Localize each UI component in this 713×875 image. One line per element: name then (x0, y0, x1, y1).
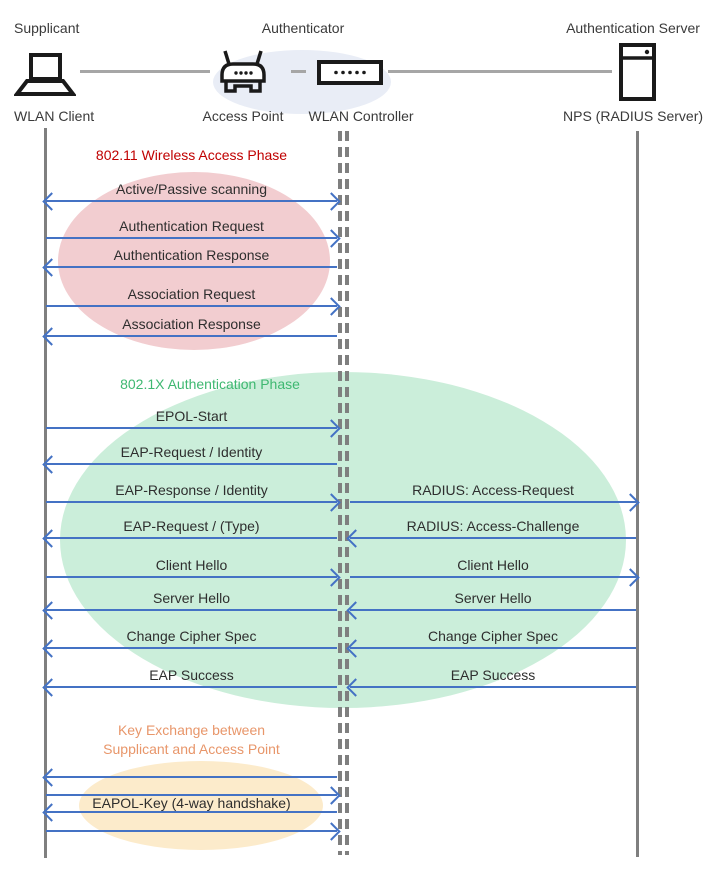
message-arrow (350, 686, 636, 688)
lifeline-wlan-client (44, 128, 47, 858)
lifeline-controller-dashed-right (345, 131, 349, 855)
message-label: Change Cipher Spec (428, 628, 558, 644)
key-exchange-arrow (46, 830, 337, 832)
message-arrow (46, 501, 337, 503)
phase1-title: 802.11 Wireless Access Phase (95, 147, 288, 163)
device-label-access-point: Access Point (202, 108, 284, 124)
lifeline-nps (636, 131, 639, 857)
message-arrow (46, 463, 337, 465)
phase2-title: 802.1X Authentication Phase (120, 376, 300, 392)
message-label: EAP-Request / (Type) (123, 518, 260, 534)
message-arrow (350, 609, 636, 611)
message-label: EAP Success (450, 667, 536, 683)
message-label: Change Cipher Spec (126, 628, 257, 644)
message-label: EPOL-Start (155, 408, 228, 424)
message-arrow (46, 647, 337, 649)
access-point-icon (215, 48, 271, 96)
message-label: Association Request (127, 286, 256, 302)
message-arrow (46, 266, 337, 268)
message-label: EAP-Request / Identity (120, 444, 263, 460)
key-exchange-arrow (46, 794, 337, 796)
key-exchange-arrow (46, 776, 337, 778)
message-label: Server Hello (152, 590, 231, 606)
message-arrow (350, 501, 636, 503)
connector-line (388, 70, 612, 73)
message-label: RADIUS: Access-Challenge (406, 518, 580, 534)
message-arrow (350, 537, 636, 539)
message-label: Authentication Request (119, 218, 264, 234)
role-label-authentication-server: Authentication Server (566, 20, 700, 36)
message-arrow (350, 576, 636, 578)
connector-dash (291, 70, 306, 73)
connector-line (80, 70, 210, 73)
device-label-wlan-client: WLAN Client (14, 108, 95, 124)
server-icon (619, 43, 656, 101)
role-label-authenticator: Authenticator (261, 20, 345, 36)
message-arrow (46, 335, 337, 337)
message-label: Client Hello (155, 557, 228, 573)
message-label: Server Hello (454, 590, 532, 606)
lifeline-controller-dashed-left (338, 131, 342, 855)
message-arrow (46, 200, 337, 202)
message-arrow (350, 647, 636, 649)
phase3-title-line2: Supplicant and Access Point (103, 741, 280, 757)
message-label: EAP Success (149, 667, 234, 683)
message-arrow (46, 237, 337, 239)
key-exchange-label: EAPOL-Key (4-way handshake) (92, 795, 291, 811)
message-label: EAP-Response / Identity (115, 482, 268, 498)
message-arrow (46, 576, 337, 578)
phase3-title-line1: Key Exchange between (117, 722, 266, 738)
message-label: RADIUS: Access-Request (412, 482, 574, 498)
message-label: Active/Passive scanning (116, 181, 267, 197)
laptop-icon (14, 52, 76, 98)
key-exchange-arrow (46, 811, 337, 813)
message-arrow (46, 305, 337, 307)
message-arrow (46, 609, 337, 611)
message-arrow (46, 537, 337, 539)
message-label: Client Hello (457, 557, 529, 573)
message-arrow (46, 686, 337, 688)
message-label: Association Response (122, 316, 261, 332)
role-label-supplicant: Supplicant (14, 20, 80, 36)
message-arrow (46, 427, 337, 429)
wlan-controller-icon (317, 60, 383, 85)
message-label: Authentication Response (113, 247, 270, 263)
device-label-wlan-controller: WLAN Controller (308, 108, 414, 124)
device-label-nps: NPS (RADIUS Server) (563, 108, 704, 124)
